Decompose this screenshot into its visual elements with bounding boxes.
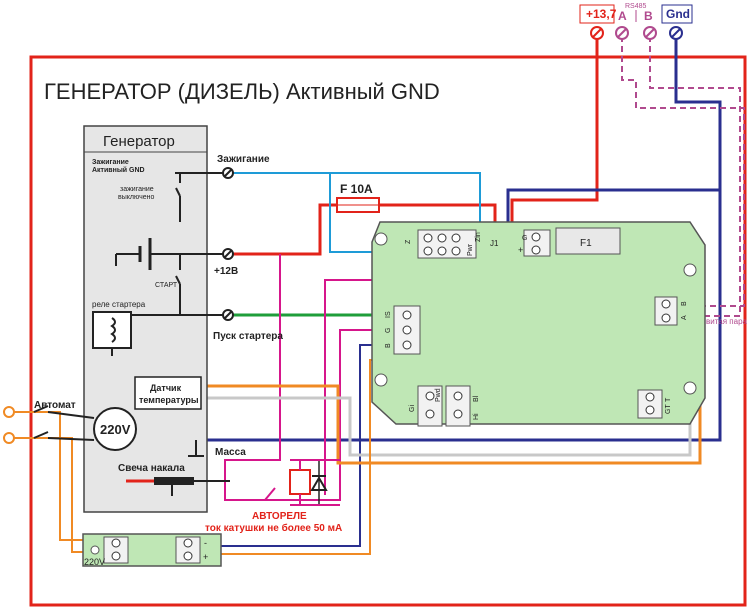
board-f1 [555,227,621,255]
board-gi-label: Gi [409,405,416,412]
wire-magenta-relay-out [265,329,395,501]
gen-terminal-plus12 [222,248,234,260]
gen-temp-sensor-label2: температуры [139,395,199,405]
gen-glow-plug [154,477,194,485]
terminal-b-label: B [644,9,653,23]
board-hi-label: Hi [473,413,480,420]
board-t-label: T [665,397,672,402]
board-j1-label: J1 [490,239,499,248]
board-b-label: B [385,343,392,348]
board-is-label: IS [385,311,392,318]
terminal-gnd-bracket [661,4,693,24]
gen-starter-relay: реле стартера [92,300,146,309]
board-terminal-bl-hi [445,385,471,427]
board-pwr-label: Pwr [467,243,474,256]
autorelay-title: АВТОРЕЛЕ [252,511,307,522]
breaker-to-gen-2 [47,437,95,441]
module-terminal-left [103,536,129,564]
wire-magenta-relay [224,254,281,501]
wire-ignition-label: Зажигание [217,154,270,165]
gen-ignition-switch-arm [175,187,181,197]
gen-220v-label: 220V [100,422,131,437]
gen-temp-sensor-label: Датчик [150,383,182,393]
gen-terminal-starter [222,309,234,321]
gen-terminal-ignition [222,167,234,179]
breaker-terminal-1 [3,406,15,418]
board-pwd-label: Pwd [435,388,442,402]
breaker-arm-2 [33,431,49,439]
terminal-plus137-slash [592,28,602,38]
board-hole-4 [683,381,697,395]
terminal-plus137-label: +13,7 [586,7,617,21]
board-hole-1 [374,232,388,246]
breaker-to-gen-1 [47,411,95,419]
breaker-terminal-2 [3,432,15,444]
main-board [371,221,706,425]
wire-mass-label: Масса [215,447,246,458]
board-hole-2 [683,263,697,277]
terminal-gnd-label: Gnd [666,7,690,21]
twisted-pair-label: витая пара [706,317,748,326]
gen-glow-plug-label: Свеча накала [118,463,185,474]
board-a-label: A [681,315,688,320]
page-title: ГЕНЕРАТОР (ДИЗЕЛЬ) Активный GND [44,79,440,104]
wire-rs485-b [649,36,741,317]
autorelay-note: ток катушки не более 50 мА [205,522,342,534]
terminal-a-slash [617,28,627,38]
gen-ignition-active2: Активный GND [92,166,145,174]
gen-breaker-label: Автомат [34,400,76,411]
wire-rs485-a [621,36,745,307]
terminal-b-slash [645,28,655,38]
fuse-label: F 10A [340,182,373,196]
wire-gnd [506,36,722,242]
gen-220v-circle [93,407,137,451]
module-220v-label: 220V [84,557,105,567]
gen-temp-sensor [134,376,202,410]
board-plus-label: + [518,245,523,255]
terminal-plus137-bracket [579,4,615,24]
gen-starter-relay-coil [92,311,132,349]
terminal-gnd-slash [671,28,681,38]
gen-start-arm [175,275,181,285]
breaker-arm-1 [33,405,49,413]
generator-title: Генератор [103,133,175,150]
gen-ignition-off: зажигание [120,186,154,193]
gen-ignition-active: Зажигание [92,159,129,166]
board-terminal-gi-pwd [417,385,443,427]
module-minus-label: - [204,538,207,548]
module-hole-left [90,545,100,555]
board-hole-3 [374,373,388,387]
gen-ignition-off2: выключено [118,194,154,201]
terminal-rs485-label: RS485 [625,3,647,10]
gen-start: СТАРТ [155,282,178,289]
board-terminal-is [393,305,421,355]
board-bl-label: Bl [473,395,480,402]
terminal-a-label: A [618,9,627,23]
board-terminal-gt [637,389,663,419]
board-f1-label: F1 [580,238,592,249]
gen-starter-relay-winding [110,317,116,343]
board-g-label: G [522,235,527,242]
board-gt-label: GT [665,404,672,414]
board-terminal-g-plus [523,229,551,257]
board-z-label: Z [405,239,412,244]
board-terminal-ab [654,296,678,326]
wire-ignition [230,172,481,240]
wire-plus137 [510,36,599,245]
autorelay [264,459,340,506]
board-g2-label: G [385,328,392,333]
wire-gnd-module [221,344,393,547]
board-zin-label: Zin [475,232,482,242]
module-plus-label: + [203,552,208,562]
module-terminal-right [175,536,201,564]
board-b2-label: B [681,301,688,306]
wire-plus12-label: +12В [214,266,238,277]
outer-frame [29,55,747,607]
board-terminal-z-pwr [417,229,477,259]
wire-starter-label: Пуск стартера [213,331,283,342]
